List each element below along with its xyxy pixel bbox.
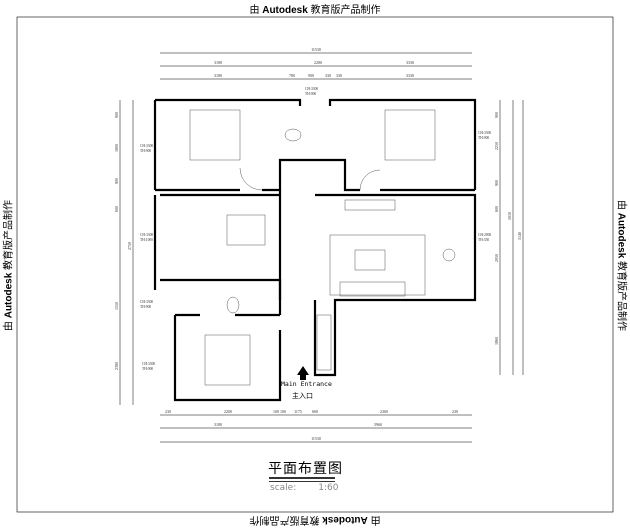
svg-text:900: 900: [494, 180, 499, 186]
svg-text:2280: 2280: [314, 60, 322, 65]
svg-text:600: 600: [312, 409, 318, 414]
svg-text:CH:2900: CH:2900: [478, 233, 491, 237]
svg-text:CH:3300: CH:3300: [140, 233, 153, 237]
coffee-table: [355, 250, 385, 270]
svg-text:330: 330: [325, 73, 331, 78]
svg-text:2750: 2750: [127, 242, 132, 250]
svg-text:2380: 2380: [114, 362, 119, 370]
svg-text:230: 230: [452, 409, 458, 414]
tv-cabinet: [345, 200, 395, 210]
svg-text:5010: 5010: [507, 212, 512, 220]
svg-text:11530: 11530: [311, 47, 321, 52]
svg-text:3330: 3330: [406, 73, 414, 78]
furniture: [190, 110, 455, 385]
dining-table: [227, 215, 265, 245]
svg-text:900: 900: [308, 73, 314, 78]
svg-text:3330: 3330: [406, 60, 414, 65]
entrance-arrow-icon: [297, 366, 309, 380]
svg-text:600: 600: [494, 206, 499, 212]
toilet: [285, 129, 301, 141]
svg-text:CH:3300: CH:3300: [142, 362, 155, 366]
svg-text:TH:350: TH:350: [478, 238, 489, 242]
svg-text:3180: 3180: [214, 73, 222, 78]
svg-text:CH:3300: CH:3300: [478, 131, 491, 135]
main-entrance-label-cn: 主入口: [292, 391, 313, 401]
side-table: [443, 249, 455, 261]
svg-text:1175: 1175: [294, 409, 302, 414]
walls: [155, 100, 475, 400]
svg-text:2050: 2050: [494, 254, 499, 262]
scale-note: scale:1:60: [270, 483, 338, 493]
svg-text:2250: 2250: [494, 142, 499, 150]
title-underline: [269, 477, 335, 479]
svg-text:CH:3300: CH:3300: [140, 144, 153, 148]
svg-text:2200: 2200: [224, 409, 232, 414]
svg-text:TH:900: TH:900: [305, 92, 316, 96]
svg-text:TH:900: TH:900: [140, 305, 151, 309]
svg-text:600: 600: [114, 206, 119, 212]
svg-text:CH:3300: CH:3300: [305, 87, 318, 91]
svg-text:5140: 5140: [517, 232, 522, 240]
svg-text:330: 330: [336, 73, 342, 78]
svg-text:900: 900: [494, 112, 499, 118]
svg-text:1550: 1550: [114, 302, 119, 310]
main-entrance-label: Main Entrance: [281, 380, 332, 388]
svg-text:3180: 3180: [214, 60, 222, 65]
bed-bottom-left: [205, 335, 250, 385]
svg-text:TH:900: TH:900: [140, 149, 151, 153]
svg-text:230: 230: [165, 409, 171, 414]
bed-top-left: [190, 110, 240, 160]
rug: [330, 235, 425, 295]
bed-top-right: [385, 110, 435, 160]
shoe-cabinet: [317, 315, 331, 370]
svg-text:5960: 5960: [374, 422, 382, 427]
svg-text:1860: 1860: [494, 337, 499, 345]
title-underline-thin: [269, 481, 335, 482]
svg-text:100: 100: [273, 409, 279, 414]
svg-text:780: 780: [289, 73, 295, 78]
svg-text:2360: 2360: [380, 409, 388, 414]
svg-text:TH:900: TH:900: [478, 136, 489, 140]
svg-text:TH:1000: TH:1000: [140, 238, 153, 242]
drawing-title: 平面布置图: [268, 458, 343, 478]
svg-text:900: 900: [114, 178, 119, 184]
svg-text:TH:900: TH:900: [142, 367, 153, 371]
svg-text:3180: 3180: [214, 422, 222, 427]
svg-text:100: 100: [280, 409, 286, 414]
sofa: [340, 282, 405, 296]
svg-text:900: 900: [114, 112, 119, 118]
svg-text:CH:3300: CH:3300: [140, 300, 153, 304]
svg-text:1800: 1800: [114, 144, 119, 152]
svg-text:11530: 11530: [311, 436, 321, 441]
toilet-2: [227, 297, 239, 313]
